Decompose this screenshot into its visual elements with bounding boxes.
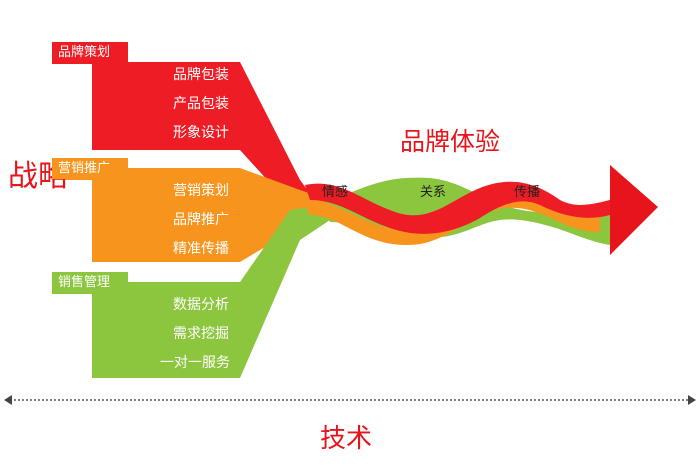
rope-label-spread: 传播 — [514, 185, 541, 200]
item-brand-promotion: 品牌推广 — [173, 212, 229, 228]
axis-right-arrowhead — [688, 395, 696, 405]
axis-left-arrowhead — [4, 395, 12, 405]
item-demand-mining: 需求挖掘 — [173, 326, 229, 342]
tag-brand-planning: 品牌策划 — [52, 43, 117, 63]
tag-marketing-promotion: 营销推广 — [52, 159, 117, 179]
item-one-on-one-service: 一对一服务 — [160, 355, 230, 371]
green-flow-band — [92, 205, 330, 378]
item-precision-spread: 精准传播 — [173, 241, 229, 257]
rope-label-relationship: 关系 — [420, 185, 447, 200]
tag-sales-management: 销售管理 — [52, 273, 117, 293]
brand-experience-label: 品牌体验 — [400, 127, 501, 156]
strategy-label: 战略 — [8, 159, 68, 194]
item-brand-packaging: 品牌包装 — [173, 67, 229, 83]
technology-label: 技术 — [320, 424, 373, 454]
item-product-packaging: 产品包装 — [173, 96, 229, 112]
rope-red-strand — [305, 165, 655, 255]
item-image-design: 形象设计 — [173, 125, 229, 141]
arrow-head — [610, 165, 658, 255]
item-marketing-planning: 营销策划 — [173, 183, 229, 199]
rope-label-emotion: 情感 — [322, 185, 349, 200]
red-flow-band — [92, 62, 330, 210]
item-data-analysis: 数据分析 — [173, 297, 229, 313]
